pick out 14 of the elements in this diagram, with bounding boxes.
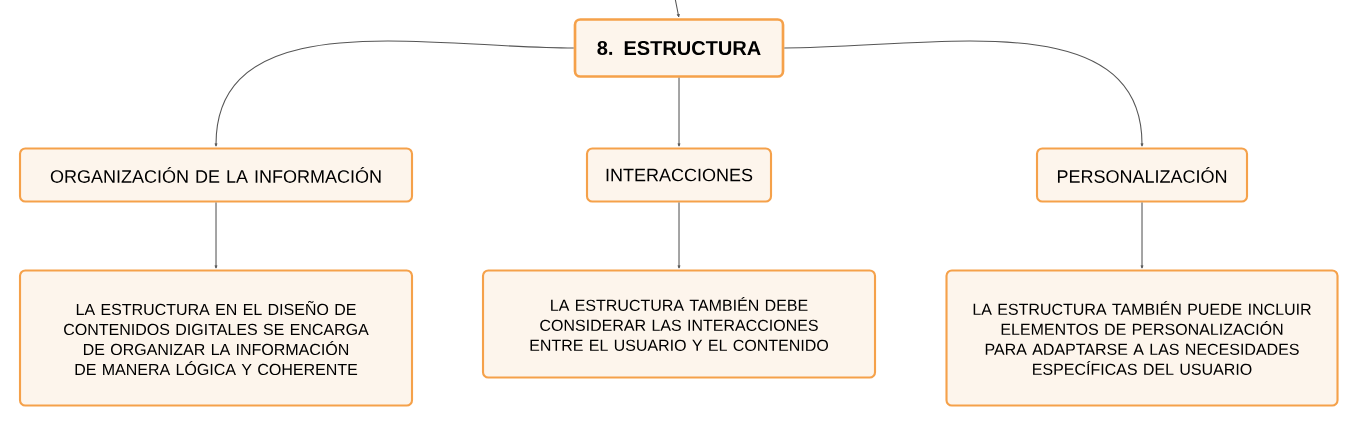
connector-arrow bbox=[214, 40, 575, 147]
connector-arrow bbox=[783, 40, 1144, 147]
connector-arrow bbox=[674, 0, 680, 18]
connector-arrow bbox=[677, 202, 681, 269]
connector-arrow bbox=[677, 77, 681, 147]
connector-arrow bbox=[1140, 202, 1144, 269]
topic-box: ORGANIZACIÓN DE LA INFORMACIÓN bbox=[18, 147, 414, 203]
description-box: LA ESTRUCTURA TAMBIÉN DEBE CONSIDERAR LAS INTERACCIONES ENTRE EL USUARIO Y EL CONTENIDO bbox=[481, 269, 877, 379]
topic-box: INTERACCIONES bbox=[585, 147, 773, 203]
connector-arrow bbox=[214, 202, 218, 269]
description-box: LA ESTRUCTURA TAMBIÉN PUEDE INCLUIR ELEMENTOS DE PERSONALIZACIÓN PARA ADAPTARSE A LAS NECESIDADES ESPECÍFICAS DEL USUARIO bbox=[945, 269, 1339, 407]
topic-box: PERSONALIZACIÓN bbox=[1035, 147, 1249, 203]
central-topic-box: 8. ESTRUCTURA bbox=[573, 18, 785, 78]
description-box: LA ESTRUCTURA EN EL DISEÑO DE CONTENIDOS DIGITALES SE ENCARGA DE ORGANIZAR LA INFORMACIÓN DE MANERA LÓGICA Y COHERENTE bbox=[18, 269, 414, 407]
